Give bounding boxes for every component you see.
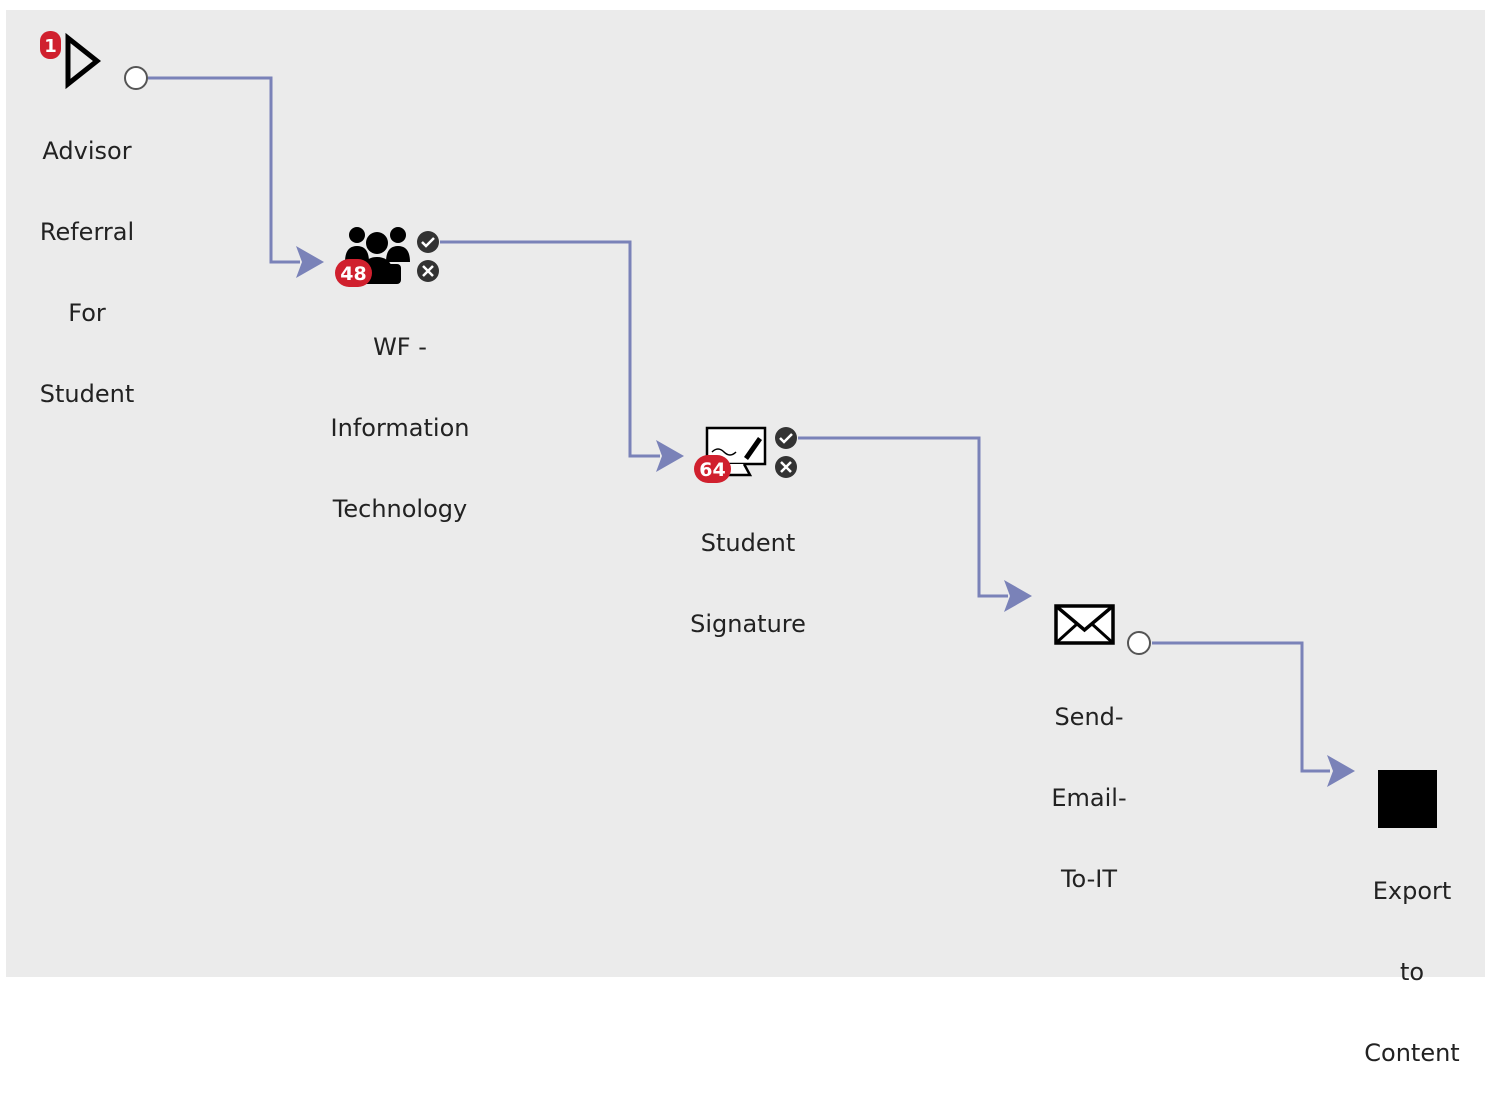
- output-port-circle[interactable]: [1127, 631, 1151, 655]
- count-badge: [694, 455, 731, 483]
- envelope-icon: [1054, 604, 1115, 645]
- node-label-send-email: Send- Email- To-IT: [1029, 656, 1149, 940]
- label-line: Referral: [39, 217, 135, 246]
- approve-port-check-icon[interactable]: [775, 427, 797, 449]
- node-wf-information-technology[interactable]: 48: [335, 227, 410, 287]
- arrowhead-icon: [1004, 580, 1032, 612]
- output-port-circle[interactable]: [124, 66, 148, 90]
- label-line: Student: [39, 379, 135, 408]
- play-triangle-icon: [65, 32, 102, 90]
- approve-port-check-icon[interactable]: [417, 231, 439, 253]
- label-line: Email-: [1051, 783, 1127, 812]
- label-line: For: [68, 298, 106, 327]
- count-badge: [40, 31, 61, 59]
- node-export-to-content[interactable]: [1378, 770, 1437, 828]
- arrowhead-icon: [656, 440, 684, 472]
- label-line: Student: [700, 528, 796, 557]
- label-line: Export: [1372, 876, 1452, 905]
- reject-port-x-icon[interactable]: [775, 456, 797, 478]
- node-advisor-referral[interactable]: 1: [40, 31, 102, 90]
- label-line: WF -: [373, 332, 427, 361]
- node-student-signature[interactable]: 64: [694, 426, 767, 483]
- node-label-export: Export to Content: [1352, 830, 1472, 1114]
- label-line: Information: [330, 413, 470, 442]
- label-line: Content: [1364, 1038, 1460, 1067]
- connector-student-signature-to-send-email[interactable]: [798, 436, 1008, 598]
- label-line: Advisor: [42, 136, 132, 165]
- workflow-diagram: 1 48 64: [40, 31, 1437, 828]
- node-label-wf-it: WF - Information Technology: [320, 286, 480, 570]
- count-badge-text: 48: [340, 263, 366, 285]
- workflow-canvas[interactable]: [6, 10, 1485, 977]
- label-line: To-IT: [1060, 864, 1118, 893]
- label-line: Technology: [332, 494, 468, 523]
- count-badge-text: 1: [44, 36, 57, 57]
- stop-square-icon: [1378, 770, 1437, 828]
- label-line: Signature: [690, 609, 806, 638]
- arrowhead-icon: [1327, 755, 1355, 787]
- connector-send-email-to-export[interactable]: [1152, 641, 1330, 773]
- label-line: Send-: [1054, 702, 1124, 731]
- node-label-student-signature: Student Signature: [678, 482, 818, 685]
- count-badge-text: 64: [699, 459, 725, 481]
- arrowhead-icon: [296, 246, 324, 278]
- node-send-email-to-it[interactable]: [1054, 604, 1115, 645]
- count-badge: [335, 259, 372, 287]
- node-label-advisor: Advisor Referral For Student: [27, 90, 147, 455]
- reject-port-x-icon[interactable]: [417, 260, 439, 282]
- label-line: to: [1399, 957, 1425, 986]
- connector-advisor-to-wf-it[interactable]: [148, 76, 300, 264]
- connector-wf-it-to-student-signature[interactable]: [440, 240, 660, 458]
